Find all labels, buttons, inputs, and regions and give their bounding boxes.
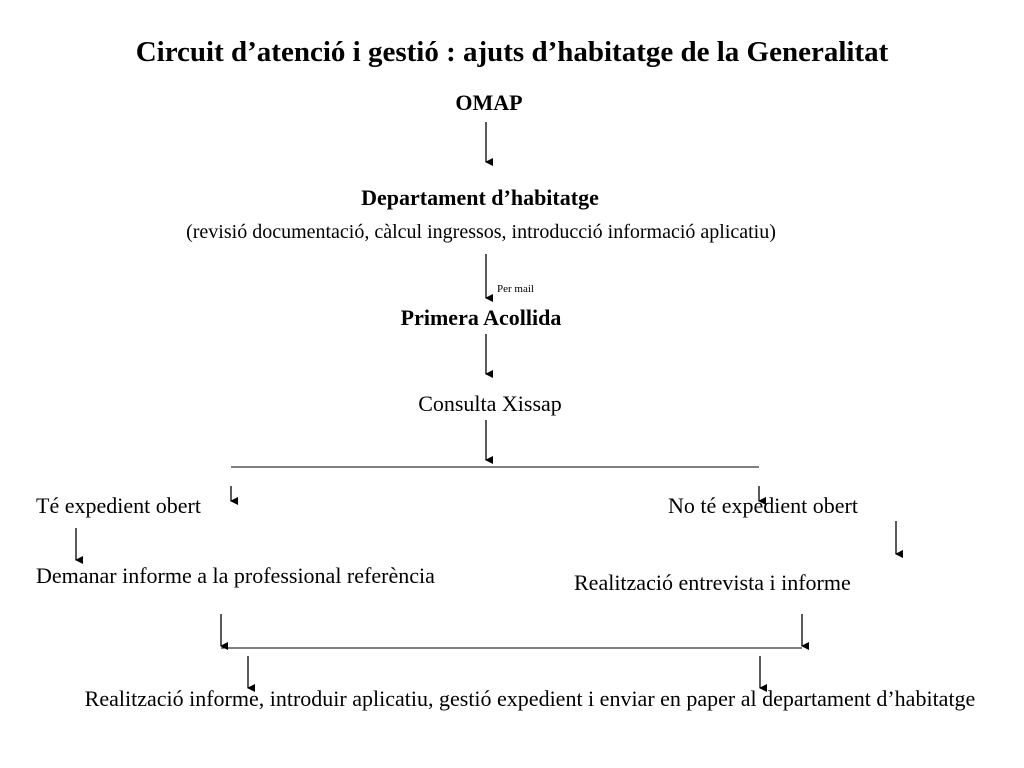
node-departament: Departament d’habitatge: [361, 185, 599, 210]
node-no-te-expedient: No té expedient obert: [668, 493, 858, 518]
node-demanar-informe: Demanar informe a la professional referè…: [36, 563, 435, 588]
node-final-step: Realització informe, introduir aplicatiu…: [84, 686, 976, 711]
node-te-expedient: Té expedient obert: [36, 493, 201, 518]
node-departament-detail: (revisió documentació, càlcul ingressos,…: [186, 221, 776, 243]
node-primera-acollida: Primera Acollida: [400, 305, 562, 330]
node-consulta-xissap: Consulta Xissap: [418, 391, 562, 416]
node-realitzacio-entrevista: Realització entrevista i informe: [574, 570, 851, 595]
page-title: Circuit d’atenció i gestió : ajuts d’hab…: [135, 36, 889, 68]
label-per-mail: Per mail: [497, 283, 534, 295]
node-omap: OMAP: [455, 90, 523, 115]
